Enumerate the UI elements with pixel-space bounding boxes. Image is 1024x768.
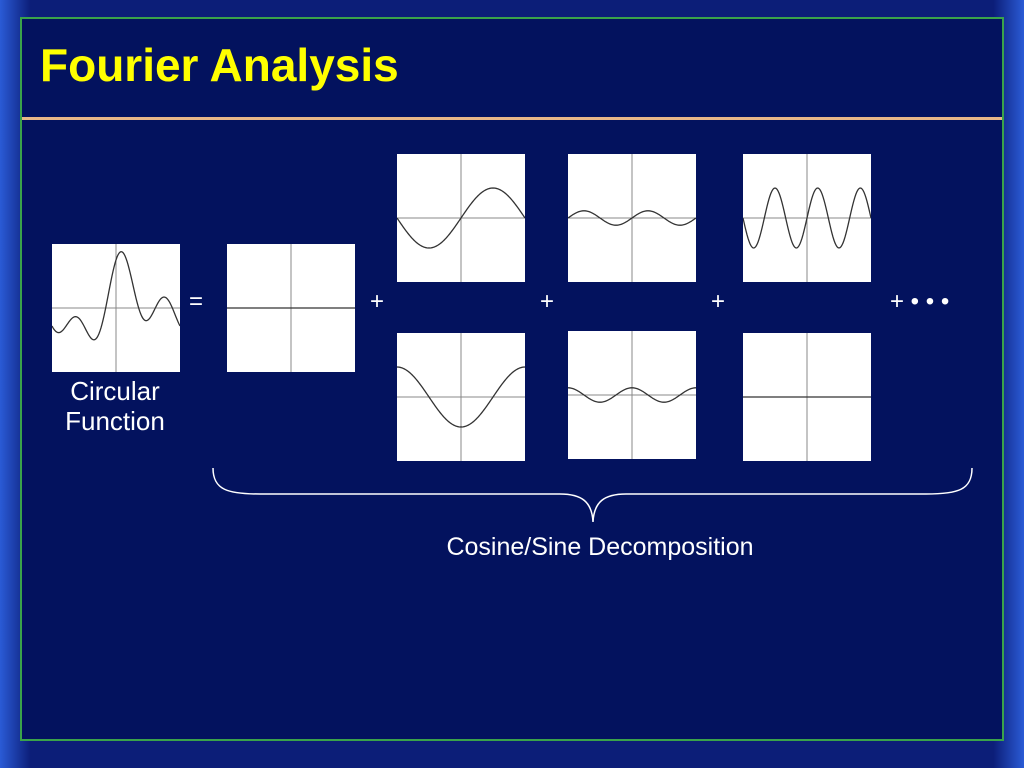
waveform-graph bbox=[568, 154, 696, 282]
slide-title: Fourier Analysis bbox=[40, 39, 399, 91]
plus-sign-2: + bbox=[540, 288, 555, 315]
circular-function-plot bbox=[52, 244, 180, 372]
cosine-k3-plot bbox=[743, 333, 871, 461]
waveform-graph bbox=[743, 154, 871, 282]
plus-more-ellipsis: + • • • bbox=[890, 288, 950, 315]
curly-brace bbox=[212, 467, 973, 523]
waveform-curve bbox=[397, 366, 525, 428]
cosine-k2-plot bbox=[568, 331, 696, 459]
waveform-graph bbox=[52, 244, 180, 372]
waveform-curve bbox=[52, 250, 180, 341]
circular-function-label: Circular Function bbox=[65, 376, 165, 436]
sine-k2-plot bbox=[568, 154, 696, 282]
waveform-curve bbox=[397, 187, 525, 249]
waveform-graph bbox=[743, 333, 871, 461]
waveform-graph bbox=[568, 331, 696, 459]
plus-sign-1: + bbox=[370, 288, 385, 315]
sine-k1-plot bbox=[397, 154, 525, 282]
waveform-graph bbox=[397, 154, 525, 282]
equals-sign: = bbox=[189, 288, 204, 315]
waveform-curve bbox=[568, 387, 696, 403]
decomposition-label: Cosine/Sine Decomposition bbox=[446, 533, 754, 561]
waveform-graph bbox=[397, 333, 525, 461]
waveform-graph bbox=[227, 244, 355, 372]
waveform-curve bbox=[568, 210, 696, 226]
sine-k3-plot bbox=[743, 154, 871, 282]
title-divider bbox=[22, 117, 1002, 120]
waveform-curve bbox=[743, 187, 871, 249]
plus-sign-3: + bbox=[711, 288, 726, 315]
constant-term-plot bbox=[227, 244, 355, 372]
cosine-k1-plot bbox=[397, 333, 525, 461]
